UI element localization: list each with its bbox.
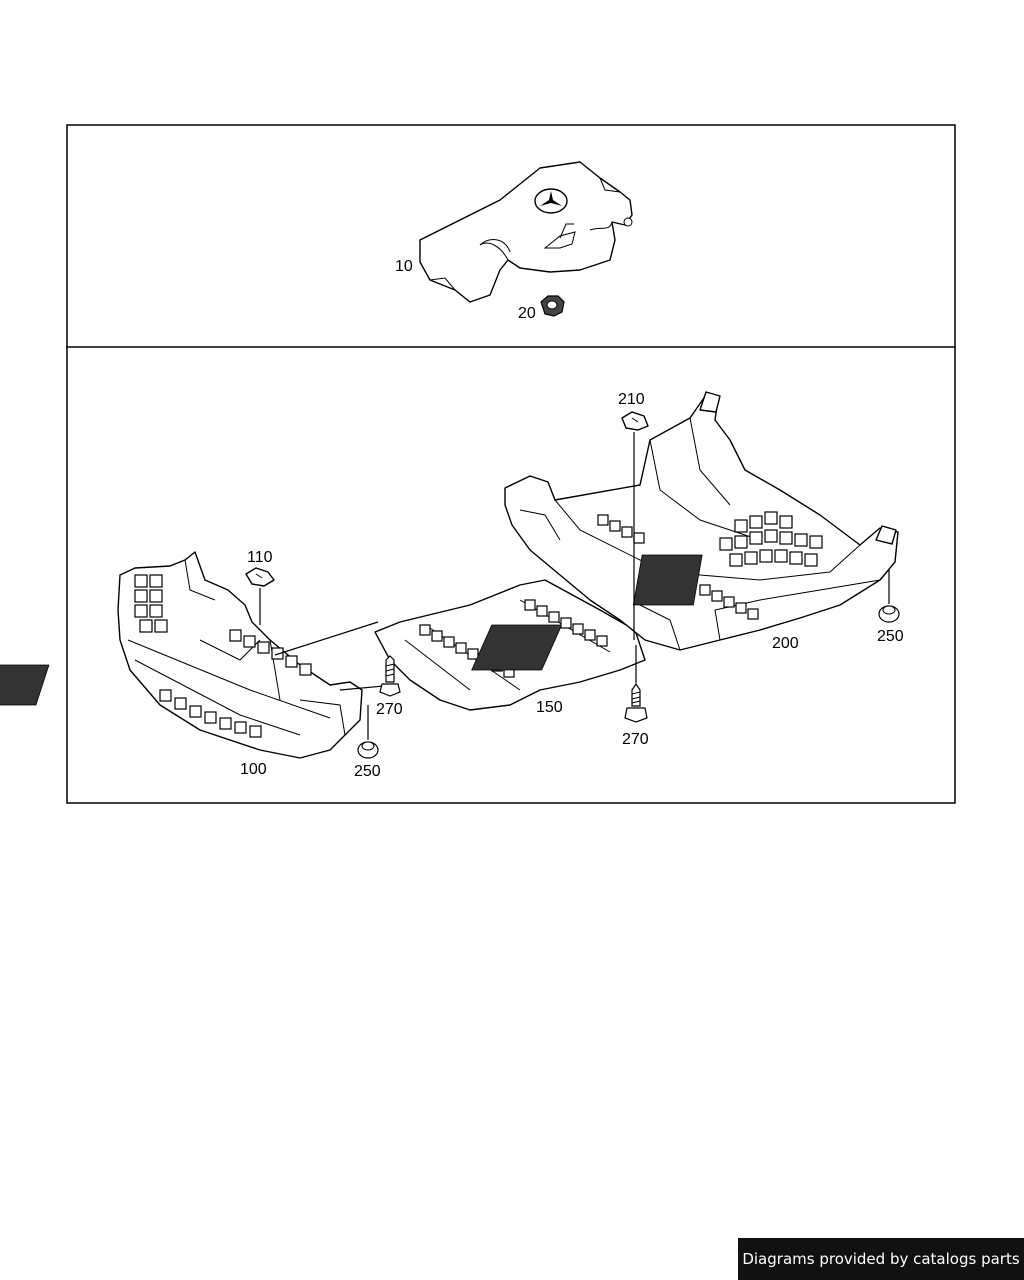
nut-part-250-left[interactable] [357,741,379,759]
engine-cover-part-10[interactable] [419,161,633,303]
front-underbody-panel-part-100[interactable] [0,551,363,759]
callout-250-right: 250 [877,628,904,645]
center-underbody-panel-part-150[interactable] [374,579,646,711]
clip-part-210[interactable] [621,411,649,431]
callout-200: 200 [772,635,799,652]
rear-panel-rib-grid [597,511,823,620]
front-panel-rib-grid [0,574,312,738]
assembly-line-100-150-b [339,685,385,691]
nut-part-20[interactable] [540,295,565,317]
callout-110: 110 [247,549,273,566]
callout-250-left: 250 [354,763,381,780]
center-panel-rib-grid [419,599,608,678]
rear-underbody-panel-part-200[interactable] [504,391,899,651]
callout-20: 20 [518,305,536,322]
callout-210: 210 [618,391,645,408]
callout-150: 150 [536,699,563,716]
callout-100: 100 [240,761,267,778]
callout-270-right: 270 [622,731,649,748]
diagram-credit: Diagrams provided by catalogs parts [738,1238,1024,1280]
callout-10: 10 [395,258,413,275]
screw-part-270-right[interactable] [624,682,648,723]
clip-part-110[interactable] [245,567,275,587]
callout-270-left: 270 [376,701,403,718]
nut-part-250-right[interactable] [878,605,900,623]
assembly-line-100-150-a [274,621,379,656]
screw-part-270-left[interactable] [379,655,401,697]
